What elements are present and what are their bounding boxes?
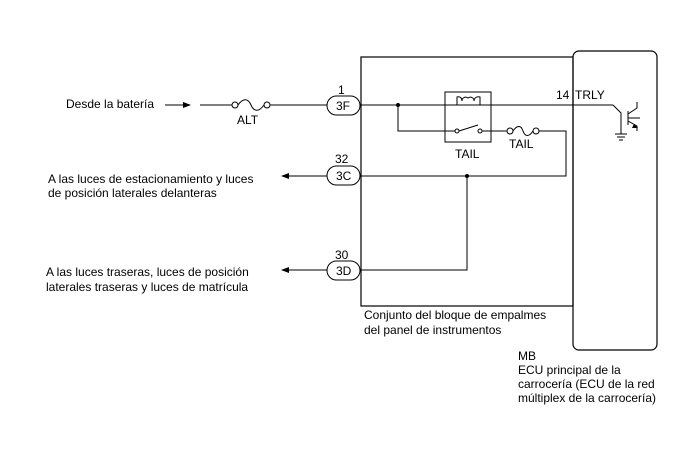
wire-fuse-to-3c [360, 130, 567, 177]
front-lights-label-line2: de posición laterales delanteras [48, 186, 217, 200]
alt-fuse-label: ALT [237, 113, 259, 127]
connector-3c-code: 3C [336, 169, 352, 183]
relay-box [444, 91, 492, 143]
tail-fuse-icon [506, 126, 540, 136]
tail-fuse-label: TAIL [509, 137, 534, 151]
ecu-terminal-name: TRLY [575, 88, 605, 102]
junction-block-label-line1: Conjunto del bloque de empalmes [364, 308, 546, 322]
ground-icon [615, 126, 627, 141]
wire-to-relay-switch [397, 105, 455, 132]
ecu-label-line3: carrocería (ECU de la red [518, 377, 655, 391]
rear-lights-label-line2: laterales traseras y luces de matrícula [46, 280, 248, 294]
connector-3d-pin: 30 [335, 248, 349, 262]
ecu-label-line1: MB [518, 349, 536, 363]
relay-coil-icon [456, 96, 481, 105]
relay-label: TAIL [455, 147, 480, 161]
ecu-outline [572, 50, 658, 351]
connector-3f-code: 3F [336, 99, 350, 113]
wire-splice-to-3d [360, 176, 468, 271]
transistor-icon [612, 102, 640, 131]
relay-switch-icon [454, 124, 483, 134]
ecu-label-line4: múltiplex de la carrocería) [518, 391, 656, 405]
ecu-label-line2: ECU principal de la [518, 363, 621, 377]
alt-fuse-icon [231, 99, 271, 111]
connector-3f-pin: 1 [338, 83, 345, 97]
rear-lights-label-line1: A las luces traseras, luces de posición [46, 265, 249, 279]
connector-3d-code: 3D [336, 264, 352, 278]
source-label: Desde la batería [66, 97, 154, 111]
ecu-terminal-pin: 14 [556, 88, 570, 102]
junction-block-label-line2: del panel de instrumentos [364, 323, 501, 337]
front-lights-label-line1: A las luces de estacionamiento y luces [48, 172, 253, 186]
connector-3c-pin: 32 [335, 152, 349, 166]
